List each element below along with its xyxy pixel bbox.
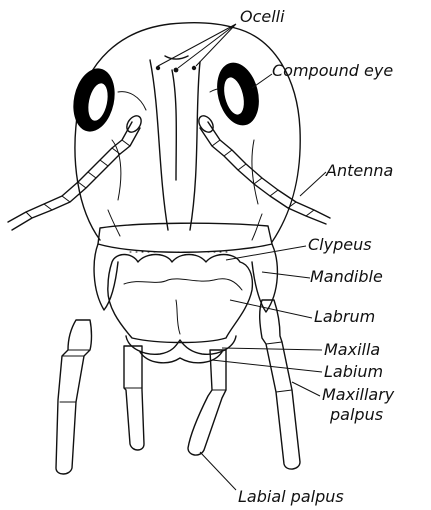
- labial-palpus-right: [188, 350, 226, 455]
- labial-palpus-left: [124, 346, 144, 450]
- ocellus-median: [174, 68, 179, 73]
- antenna-right: [196, 113, 330, 224]
- labrum-outline: [108, 255, 253, 343]
- mandible-left: [94, 244, 118, 310]
- labrum-inner: [124, 279, 242, 290]
- maxillary-palpus-left: [56, 320, 92, 474]
- leader-labium: [212, 360, 322, 372]
- leader-labial-palpus: [200, 452, 236, 490]
- maxillary-palpus-right: [260, 300, 300, 469]
- leader-compound-eye: [252, 74, 272, 88]
- label-labrum: Labrum: [314, 307, 375, 326]
- label-labial-palpus: Labial palpus: [238, 487, 344, 506]
- leader-maxillary-palpus: [292, 382, 320, 396]
- label-antenna: Antenna: [325, 161, 393, 180]
- label-maxilla: Maxilla: [324, 340, 380, 359]
- label-maxillary-palpus-line1: Maxillary: [322, 385, 395, 404]
- ocellus-right: [192, 66, 196, 70]
- label-compound-eye: Compound eye: [272, 61, 393, 80]
- label-clypeus: Clypeus: [308, 235, 372, 254]
- leader-clypeus: [226, 246, 306, 260]
- clypeus-outline: [98, 223, 272, 252]
- leader-maxilla: [222, 348, 322, 350]
- leader-mandible: [262, 272, 310, 278]
- label-mandible: Mandible: [310, 267, 383, 286]
- left-gena-contour: [108, 92, 146, 236]
- ocellus-left: [156, 66, 160, 70]
- frons-keel: [165, 56, 188, 180]
- mandible-right: [252, 244, 277, 312]
- label-labium: Labium: [324, 362, 383, 381]
- compound-eye-right: [211, 58, 265, 130]
- leader-antenna: [300, 172, 326, 196]
- label-maxillary-palpus-line2: palpus: [329, 405, 383, 424]
- leader-ocelli: [158, 24, 236, 68]
- labrum-notch: [176, 300, 180, 334]
- label-ocelli: Ocelli: [240, 7, 285, 26]
